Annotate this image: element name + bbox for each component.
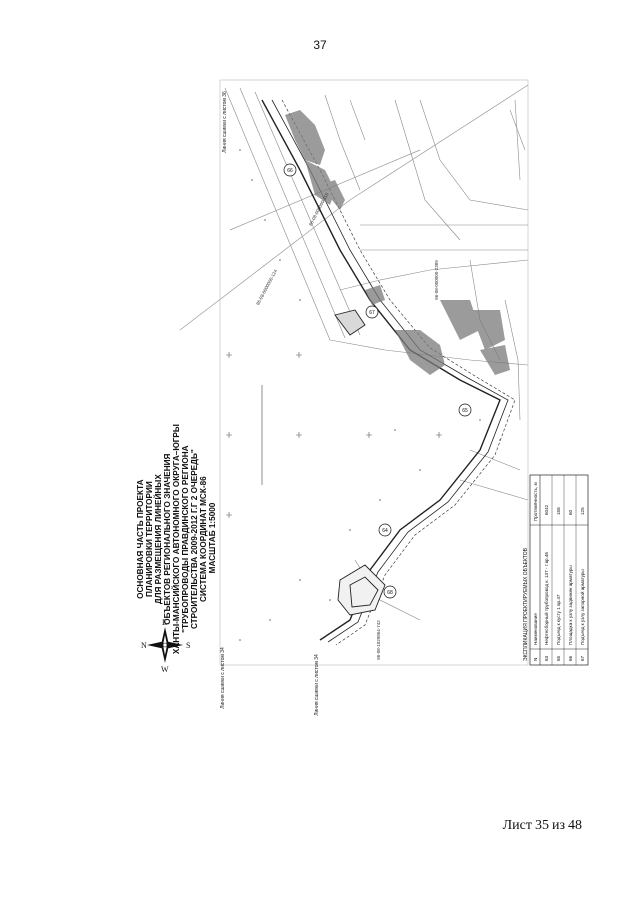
title-line-4: ОБЪЕКТОВ РЕГИОНАЛЬНОГО ЗНАЧЕНИЯ bbox=[163, 453, 172, 624]
svg-text:66: 66 bbox=[287, 168, 293, 174]
sheet-current: 35 bbox=[534, 818, 549, 833]
match-line-bottom-a: Линия сшивки с листом 34 bbox=[220, 647, 226, 709]
legend-row-name: Нефтесборный трубопровод к. 137 - т.вр.4… bbox=[543, 552, 549, 645]
sheet-prefix: Лист bbox=[502, 818, 532, 833]
terrain-lines bbox=[224, 87, 529, 621]
legend-row-length: 60 bbox=[568, 509, 573, 515]
legend-title: ЭКСПЛИКАЦИЯ ПРОЕКТИРУЕМЫХ ОБЪЕКТОВ bbox=[523, 547, 529, 661]
marker-66: 66 bbox=[283, 163, 297, 177]
page-number: 37 bbox=[313, 38, 327, 52]
legend-row-name: Подъезд к кусту 1 вр.47 bbox=[556, 594, 561, 645]
title-line-7: СТРОИТЕЛЬСТВА 2009-2012 Г.Г 2 ОЧЕРЕДЬ" bbox=[190, 449, 199, 629]
svg-text:67: 67 bbox=[369, 310, 375, 316]
legend-row-num: 63 bbox=[544, 655, 549, 661]
title-line-3: ДЛЯ РАЗМЕЩЕНИЯ ЛИНЕЙНЫХ bbox=[152, 474, 163, 604]
svg-text:ОСНОВНАЯ ЧАСТЬ ПРОЕКТА П: ОСНОВНАЯ ЧАСТЬ ПРОЕКТА ПЛАНИРОВКИ ТЕРРИТ… bbox=[136, 422, 217, 654]
svg-text:86-08-1029864-742: 86-08-1029864-742 bbox=[376, 620, 381, 660]
match-line-bottom-b: Линия сшивки с листом 34 bbox=[314, 654, 320, 716]
legend-row-length: 125 bbox=[580, 507, 585, 515]
title-line-2: ПЛАНИРОВКИ ТЕРРИТОРИИ bbox=[145, 481, 154, 597]
match-line-bottom-b-label: Линия сшивки с листом 34 bbox=[314, 654, 320, 716]
legend-row-name: Площадка к узлу задвижек арматуры bbox=[568, 565, 573, 645]
well-pad bbox=[334, 309, 386, 616]
svg-text:65: 65 bbox=[462, 408, 468, 414]
map-border bbox=[219, 79, 529, 666]
title-line-9: МАСШТАБ 1:5000 bbox=[208, 502, 217, 573]
compass-s: S bbox=[186, 641, 190, 650]
compass-e: E bbox=[162, 618, 167, 627]
marker-64: 64 bbox=[378, 523, 392, 537]
match-line-top-label: Линия сшивки с листом 36 bbox=[222, 91, 228, 153]
legend-row-length: 158 bbox=[556, 507, 561, 515]
legend-header-length: Протяжённость, м bbox=[533, 482, 538, 521]
title-line-5: ХАНТЫ-МАНСИЙСКОГО АВТОНОМНОГО ОКРУГА–ЮГР… bbox=[170, 424, 181, 654]
svg-text:68: 68 bbox=[387, 590, 393, 596]
pipeline-corridor bbox=[261, 99, 516, 646]
svg-text:64: 64 bbox=[382, 528, 388, 534]
legend-header-name: Наименование bbox=[533, 613, 538, 645]
sheet-separator: из bbox=[551, 818, 565, 833]
svg-text:86-08-0000000-124: 86-08-0000000-124 bbox=[255, 268, 278, 306]
legend-table: ЭКСПЛИКАЦИЯ ПРОЕКТИРУЕМЫХ ОБЪЕКТОВ N Наи… bbox=[523, 474, 589, 666]
legend-row-name: Подъезд к узлу запорной арматуры bbox=[579, 569, 585, 645]
title-line-8: СИСТЕМА КООРДИНАТ МСК-86 bbox=[199, 476, 208, 602]
title-block: ОСНОВНАЯ ЧАСТЬ ПРОЕКТА ПЛАНИРОВКИ ТЕРРИТ… bbox=[136, 422, 217, 654]
legend-row-num: 66 bbox=[568, 655, 573, 661]
legend-row-length: 6042 bbox=[544, 504, 549, 515]
terrain-dots bbox=[239, 149, 501, 641]
title-line-6: "ТРУБОПРОВОДЫ ПРАВДИНСКОГО РЕГИОНА bbox=[181, 445, 190, 632]
vegetation-areas bbox=[285, 110, 510, 375]
legend-row-num: 65 bbox=[556, 655, 561, 661]
compass-rose-icon: N S E W bbox=[141, 618, 190, 674]
marker-67: 67 bbox=[365, 305, 379, 319]
match-line-bottom-a-label: Линия сшивки с листом 34 bbox=[220, 647, 226, 709]
coord-label-1: 86-08-1029864-742 bbox=[376, 620, 381, 660]
marker-65: 65 bbox=[458, 403, 472, 417]
coord-label-2: 86-08-000000-2389 bbox=[434, 260, 439, 300]
marker-68: 68 bbox=[383, 585, 397, 599]
grid-crosses bbox=[226, 352, 442, 518]
match-line-top: Линия сшивки с листом 36 bbox=[222, 91, 228, 153]
svg-text:86-08-000000-2389: 86-08-000000-2389 bbox=[434, 260, 439, 300]
compass-w: W bbox=[161, 665, 169, 674]
title-line-1: ОСНОВНАЯ ЧАСТЬ ПРОЕКТА bbox=[136, 479, 145, 599]
legend-header-num: N bbox=[533, 658, 538, 661]
coord-label-3: 86-08-0000000-124 bbox=[255, 268, 278, 306]
legend-row-num: 67 bbox=[580, 655, 585, 661]
compass-n: N bbox=[141, 641, 147, 650]
sheet-total: 48 bbox=[568, 818, 582, 833]
